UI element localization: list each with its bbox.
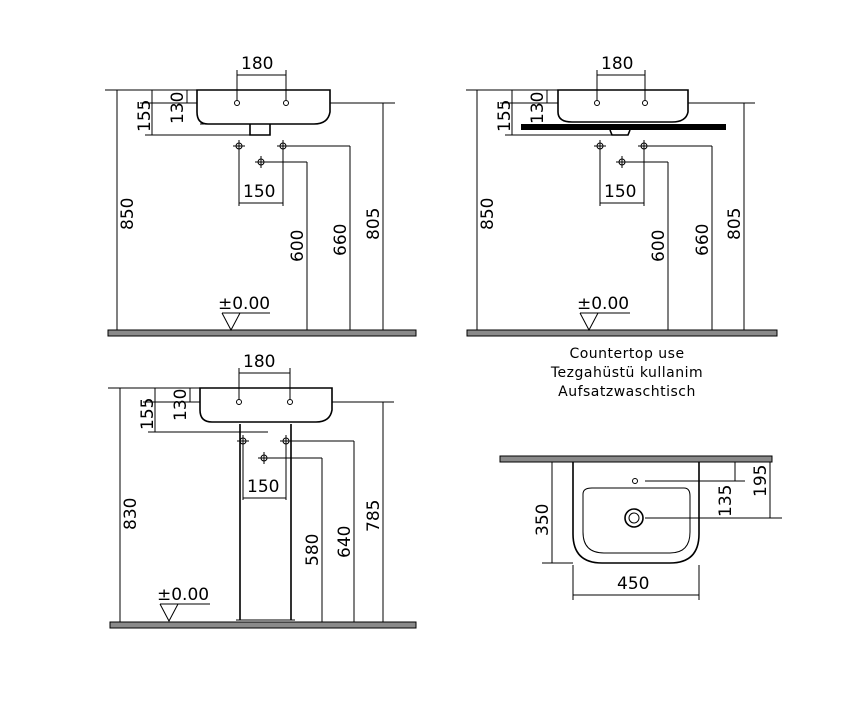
tap-hole-icon: [632, 478, 638, 484]
floor-hatch: [109, 621, 417, 629]
dim-600: 600: [649, 230, 669, 262]
dim-155: 155: [495, 100, 515, 132]
dim-waste-offset: 195: [751, 465, 771, 497]
dim-hole-spacing: 180: [601, 54, 633, 74]
dim-hole-spacing: 180: [241, 54, 273, 74]
dim-130: 130: [168, 92, 188, 124]
waste-outlet: [609, 129, 631, 136]
dim-waste-spacing: 150: [243, 182, 275, 202]
dim-width: 450: [617, 574, 649, 594]
dim-660: 660: [693, 224, 713, 256]
caption-line-3: Aufsatzwaschtisch: [558, 384, 696, 400]
tap-hole-icon: [642, 100, 648, 106]
view-countertop: 180 150 850 155 130 600 660 805 ±0.00 Co…: [466, 54, 778, 400]
datum-triangle-icon: [159, 603, 179, 623]
dim-tap-offset: 135: [716, 485, 736, 517]
datum-label: ±0.00: [218, 294, 270, 314]
basin-outline: [557, 89, 689, 123]
tap-hole-icon: [234, 100, 240, 106]
dim-660: 660: [331, 224, 351, 256]
floor-hatch: [107, 329, 417, 337]
basin-plan-outline: [572, 462, 700, 564]
dim-640: 640: [335, 526, 355, 558]
pedestal-outline: [239, 424, 292, 620]
datum-label: ±0.00: [157, 585, 209, 605]
floor-hatch: [466, 329, 778, 337]
dim-155: 155: [138, 398, 158, 430]
dim-600: 600: [288, 230, 308, 262]
tap-hole-icon: [287, 399, 293, 405]
dim-130: 130: [528, 92, 548, 124]
dim-580: 580: [303, 534, 323, 566]
dim-waste-spacing: 150: [247, 477, 279, 497]
datum-triangle-icon: [579, 312, 599, 332]
view-pedestal: 180 150 830 155 130 580 640 785 ±0.00: [108, 352, 417, 629]
tap-hole-icon: [594, 100, 600, 106]
dim-total-height: 850: [118, 198, 138, 230]
datum-label: ±0.00: [577, 294, 629, 314]
waste-outlet: [249, 124, 271, 136]
datum-triangle-icon: [221, 312, 241, 332]
dim-total-height: 850: [478, 198, 498, 230]
dim-805: 805: [364, 208, 384, 240]
view-wall-hung: 180 150 850 155 130 600 660 805 ±0.00: [105, 54, 417, 337]
caption-line-2: Tezgahüstü kullanim: [550, 365, 703, 381]
dim-hole-spacing: 180: [243, 352, 275, 372]
bowl-outline: [582, 487, 691, 554]
wall-hatch: [499, 455, 773, 463]
basin-outline: [199, 387, 333, 423]
view-plan: 350 135 195 450: [499, 455, 782, 600]
waste-plug-icon: [624, 508, 644, 528]
dim-805: 805: [725, 208, 745, 240]
tap-hole-icon: [283, 100, 289, 106]
dim-depth: 350: [533, 504, 553, 536]
tap-hole-icon: [236, 399, 242, 405]
dim-waste-spacing: 150: [604, 182, 636, 202]
caption-line-1: Countertop use: [569, 346, 684, 362]
dim-total-height: 830: [121, 498, 141, 530]
basin-outline: [196, 89, 331, 125]
countertop-slab: [521, 124, 726, 130]
dim-155: 155: [135, 100, 155, 132]
dim-130: 130: [171, 389, 191, 421]
dim-785: 785: [364, 500, 384, 532]
